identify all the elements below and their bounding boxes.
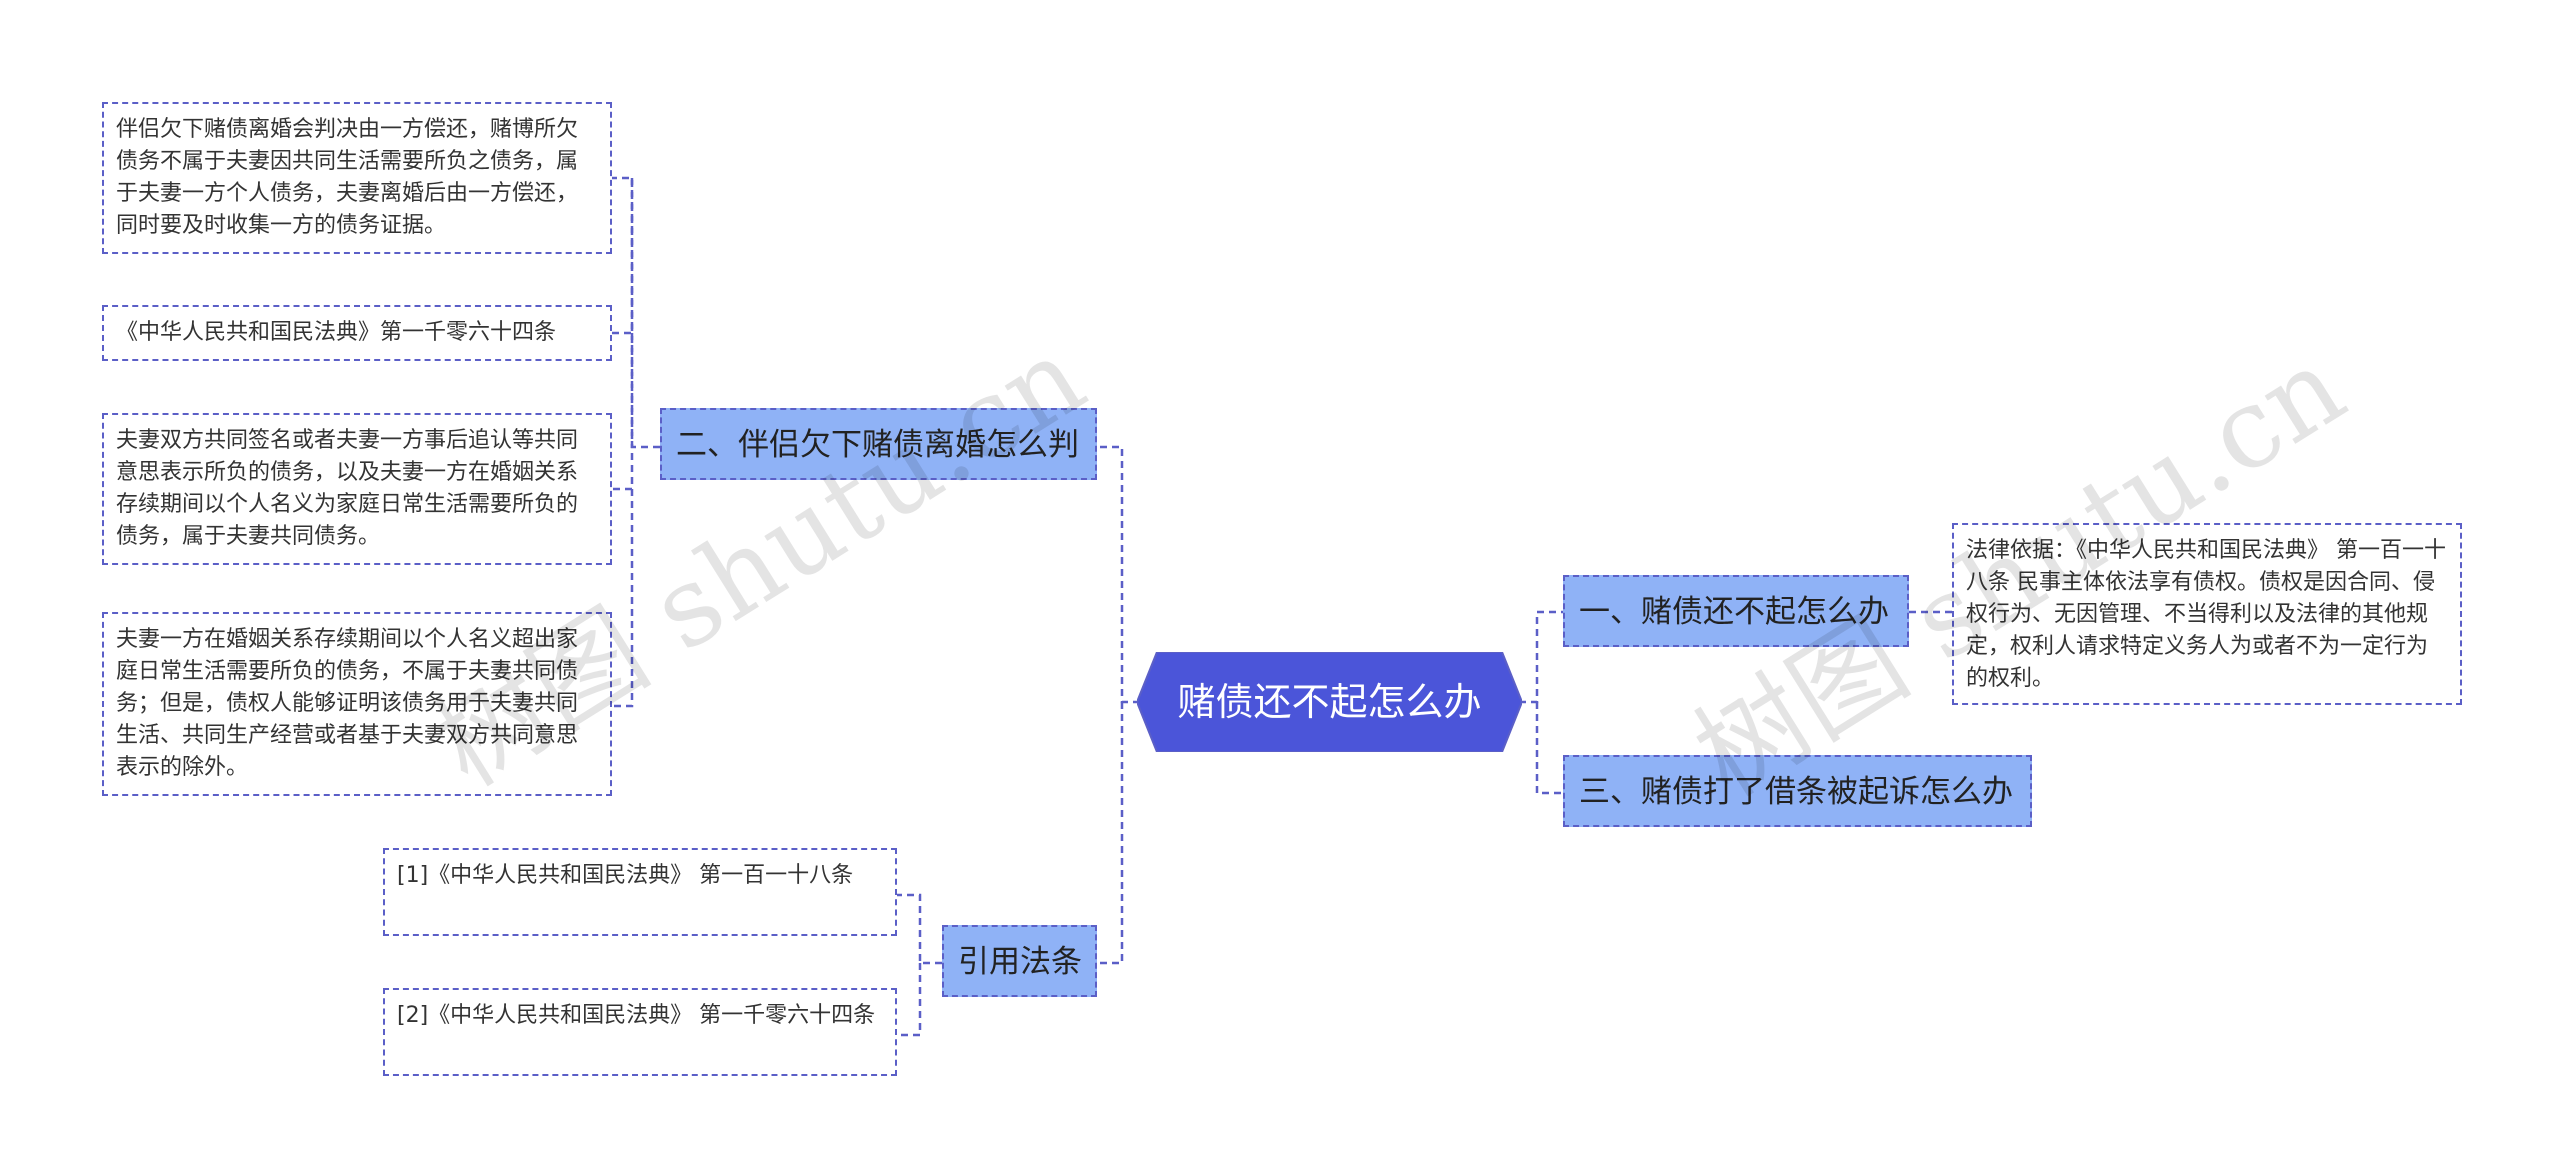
leaf-cited-1: [1]《中华人民共和国民法典》 第一百一十八条 [383,848,897,936]
branch-cited-articles[interactable]: 引用法条 [942,925,1097,997]
leaf-civil-code-1064: 《中华人民共和国民法典》第一千零六十四条 [102,305,612,361]
root-node-shape [1137,652,1522,752]
leaf-legal-basis-118: 法律依据：《中华人民共和国民法典》 第一百一十八条 民事主体依法享有债权。债权是… [1952,523,2462,705]
branch-sued-iou[interactable]: 三、赌债打了借条被起诉怎么办 [1563,755,2032,827]
leaf-personal-debt: 夫妻一方在婚姻关系存续期间以个人名义超出家庭日常生活需要所负的债务，不属于夫妻共… [102,612,612,796]
leaf-joint-debt: 夫妻双方共同签名或者夫妻一方事后追认等共同意思表示所负的债务，以及夫妻一方在婚姻… [102,413,612,565]
leaf-partner-debt-judgment: 伴侣欠下赌债离婚会判决由一方偿还，赌博所欠债务不属于夫妻因共同生活需要所负之债务… [102,102,612,254]
branch-partner-divorce[interactable]: 二、伴侣欠下赌债离婚怎么判 [660,408,1097,480]
leaf-cited-2: [2]《中华人民共和国民法典》 第一千零六十四条 [383,988,897,1076]
branch-cannot-pay[interactable]: 一、赌债还不起怎么办 [1563,575,1909,647]
root-node[interactable]: 赌债还不起怎么办 [1177,680,1482,724]
